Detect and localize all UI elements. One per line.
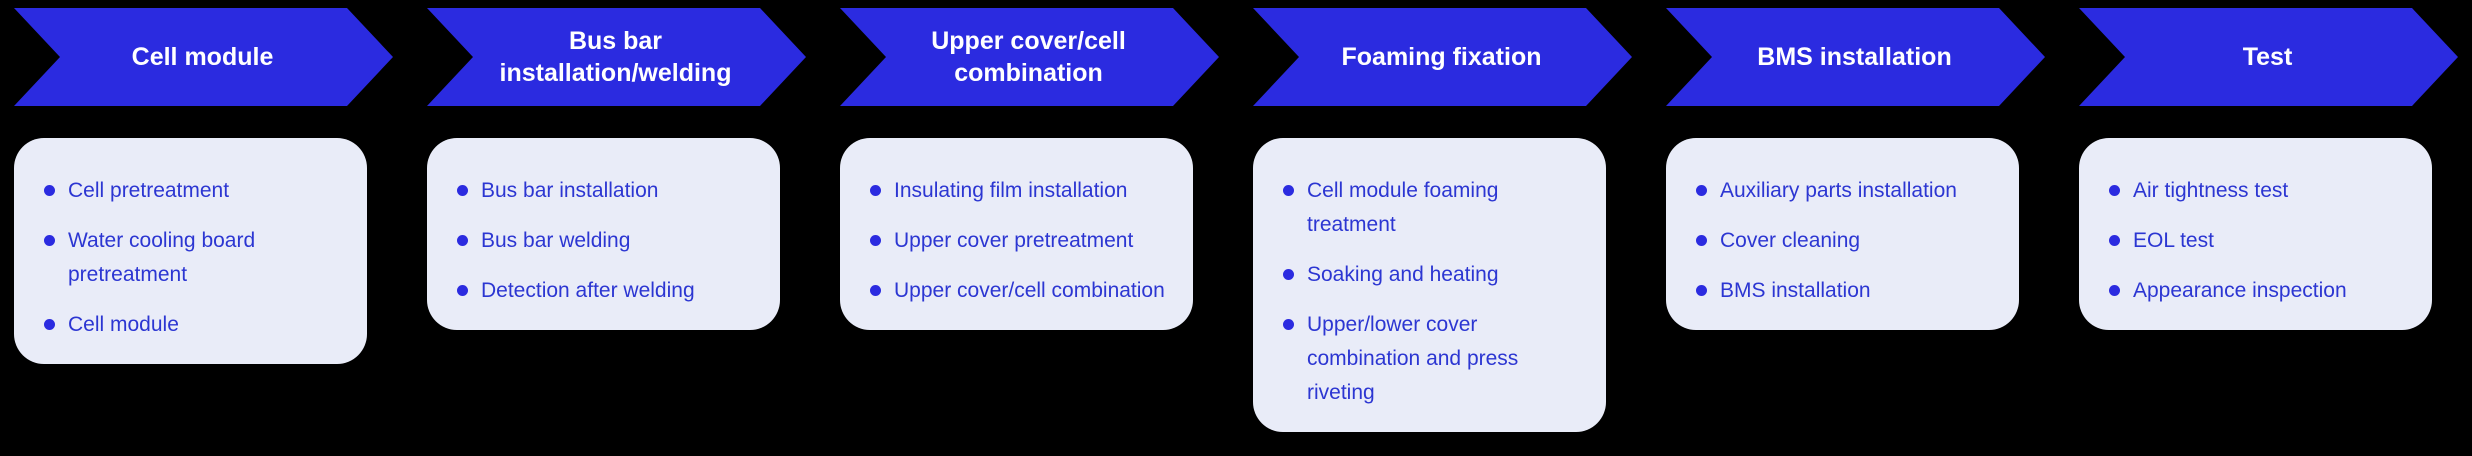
bullet-dot-icon [457,235,468,247]
stage-card: Bus bar installation Bus bar welding Det… [427,138,780,331]
stage-card: Air tightness test EOL test Appearance i… [2079,138,2432,331]
stage-title: Test [2242,43,2293,71]
bullet-dot-icon [870,185,881,196]
list-item-text: Water cooling board pretreatment [68,229,256,287]
list-item-text: Cover cleaning [1720,229,1861,253]
list-item: Detection after welding [457,274,756,308]
bullet-dot-icon [457,185,468,196]
stage-arrow: Upper cover/cell combination [840,8,1219,106]
list-item: Bus bar installation [457,174,756,208]
list-item-text: Insulating film installation [894,179,1128,202]
bullet-dot-icon [1283,185,1294,196]
list-item-text: Upper/lower cover combination and press … [1307,313,1519,405]
stage-title: Cell module [131,43,274,71]
stage-card: Cell pretreatment Water cooling board pr… [14,138,367,365]
list-item-text: Soaking and heating [1307,263,1499,287]
stage-title: Foaming fixation [1341,43,1542,71]
list-item: Cell pretreatment [44,174,343,208]
list-item-text: Bus bar welding [481,229,631,253]
stage-column-cell-module: Cell module Cell pretreatment Water cool… [14,8,367,365]
bullet-dot-icon [870,285,881,297]
list-item-text: Auxiliary parts installation [1720,179,1957,202]
stage-arrow: Cell module [14,8,393,106]
list-item-text: Cell module [68,313,179,337]
list-item: Cell module foaming treatment [1283,174,1582,242]
list-item: BMS installation [1696,274,1995,308]
list-item-text: Cell pretreatment [68,179,230,202]
list-item-text: Cell module foaming treatment [1307,179,1499,237]
list-item-text: Detection after welding [481,279,695,303]
list-item-text: Air tightness test [2133,179,2289,202]
list-item: Bus bar welding [457,224,756,258]
bullet-dot-icon [457,285,468,297]
stage-column-foaming-fixation: Foaming fixation Cell module foaming tre… [1253,8,1606,433]
bullet-dot-icon [1696,235,1707,247]
bullet-dot-icon [44,185,55,196]
bullet-dot-icon [44,235,55,247]
stage-card: Cell module foaming treatment Soaking an… [1253,138,1606,433]
stage-column-upper-cover: Upper cover/cell combination Insulating … [840,8,1193,331]
list-item: Air tightness test [2109,174,2408,208]
list-item-text: Bus bar installation [481,179,659,202]
list-item: Soaking and heating [1283,258,1582,292]
list-item-text: Upper cover/cell combination [894,279,1165,303]
stage-card: Insulating film installation Upper cover… [840,138,1193,331]
list-item: Cell module [44,308,343,342]
list-item: Upper/lower cover combination and press … [1283,308,1582,410]
stage-column-bus-bar: Bus bar installation/welding Bus bar ins… [427,8,780,331]
stage-title: Bus bar installation/welding [499,27,732,87]
stage-arrow: Bus bar installation/welding [427,8,806,106]
bullet-dot-icon [44,319,55,331]
stage-column-test: Test Air tightness test EOL test Appeara… [2079,8,2432,331]
stage-title: Upper cover/cell combination [931,27,1126,87]
list-item-text: Appearance inspection [2133,279,2347,303]
stage-card: Auxiliary parts installation Cover clean… [1666,138,2019,331]
bullet-dot-icon [1696,285,1707,297]
bullet-dot-icon [1283,319,1294,331]
bullet-dot-icon [2109,235,2120,247]
list-item: Upper cover pretreatment [870,224,1169,258]
bullet-dot-icon [2109,285,2120,297]
stage-title: BMS installation [1757,43,1952,71]
bullet-dot-icon [870,235,881,247]
list-item: Auxiliary parts installation [1696,174,1995,208]
list-item: Water cooling board pretreatment [44,224,343,292]
list-item: Appearance inspection [2109,274,2408,308]
bullet-dot-icon [1696,185,1707,196]
list-item: Upper cover/cell combination [870,274,1169,308]
stage-arrow: Test [2079,8,2458,106]
list-item-text: Upper cover pretreatment [894,229,1134,253]
list-item-text: EOL test [2133,229,2214,253]
list-item-text: BMS installation [1720,279,1871,303]
list-item: Insulating film installation [870,174,1169,208]
stage-arrow: BMS installation [1666,8,2045,106]
bullet-dot-icon [1283,269,1294,281]
list-item: EOL test [2109,224,2408,258]
list-item: Cover cleaning [1696,224,1995,258]
stage-arrow: Foaming fixation [1253,8,1632,106]
bullet-dot-icon [2109,185,2120,196]
stage-column-bms-installation: BMS installation Auxiliary parts install… [1666,8,2019,331]
